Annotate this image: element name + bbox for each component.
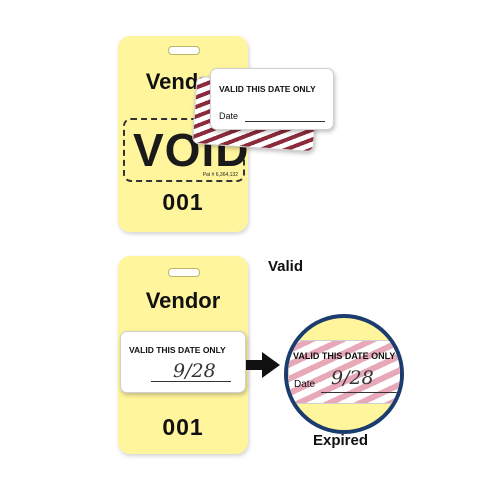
- zoom-date-label: Date: [294, 379, 316, 390]
- sticker-title: VALID THIS DATE ONLY: [129, 345, 226, 355]
- badge-number: 001: [162, 189, 204, 215]
- handwritten-date: 9/28: [173, 360, 216, 382]
- badge-title: Vendor: [145, 288, 221, 313]
- valid-label: Valid: [268, 258, 304, 275]
- date-line: [245, 121, 325, 122]
- zoom-title: VALID THIS DATE ONLY: [293, 351, 396, 361]
- sticker-title: VALID THIS DATE ONLY: [219, 84, 316, 94]
- zoom-sticker: VALID THIS DATE ONLY Date 9/28: [288, 340, 400, 404]
- patent-number: Pat # 6,364,132: [202, 172, 238, 178]
- expired-label: Expired: [313, 432, 369, 449]
- top-date-sticker: VALID THIS DATE ONLY Date: [210, 68, 334, 130]
- bottom-date-sticker: VALID THIS DATE ONLY 9/28: [120, 331, 246, 393]
- arrow-right-icon: [246, 352, 280, 378]
- sticker-date-label: Date: [219, 111, 239, 121]
- zoom-magnifier: VALID THIS DATE ONLY Date 9/28: [284, 314, 404, 434]
- date-line: [151, 381, 231, 382]
- lanyard-slot: [168, 46, 200, 55]
- lanyard-slot: [168, 268, 200, 277]
- zoom-date-line: [321, 392, 397, 393]
- zoom-handwritten-date: 9/28: [331, 367, 374, 389]
- badge-number: 001: [162, 414, 204, 440]
